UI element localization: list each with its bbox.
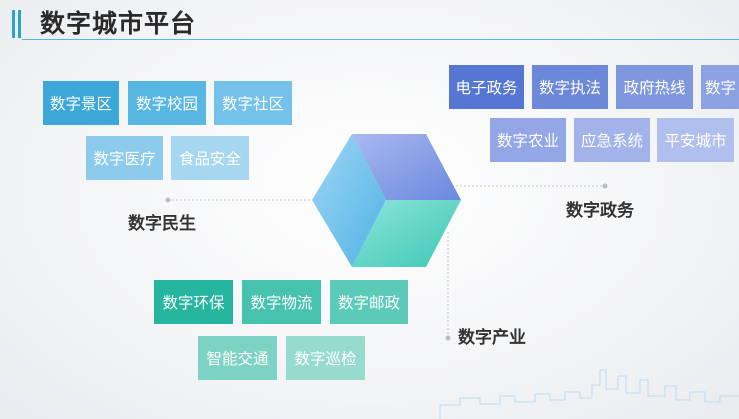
tile-chanye-2[interactable]: 数字物流 [242, 280, 321, 324]
tile-minsheng-5[interactable]: 食品安全 [171, 136, 249, 180]
connector-lines [168, 185, 605, 338]
tile-zhengwu-3[interactable]: 政府热线 [616, 65, 693, 109]
header-divider [22, 39, 739, 40]
tile-zhengwu-2[interactable]: 数字执法 [532, 65, 608, 109]
tile-zhengwu-5[interactable]: 数字农业 [490, 118, 566, 162]
cube-graphic [312, 134, 461, 267]
page-title: 数字城市平台 [40, 9, 197, 38]
tile-zhengwu-6[interactable]: 应急系统 [574, 118, 650, 162]
header-accent-bar [18, 10, 21, 38]
tile-zhengwu-4[interactable]: 数字 [701, 65, 739, 109]
tile-chanye-4[interactable]: 智能交通 [198, 336, 277, 380]
tile-zhengwu-1[interactable]: 电子政务 [449, 65, 524, 109]
tile-minsheng-4[interactable]: 数字医疗 [86, 136, 163, 180]
tile-minsheng-1[interactable]: 数字景区 [43, 81, 119, 125]
tile-minsheng-3[interactable]: 数字社区 [214, 81, 292, 125]
category-label-chanye: 数字产业 [458, 328, 526, 348]
city-skyline-graphic [439, 369, 739, 419]
tile-zhengwu-7[interactable]: 平安城市 [657, 118, 734, 162]
tile-chanye-3[interactable]: 数字邮政 [330, 280, 408, 324]
cube-face-chanye [352, 200, 461, 267]
category-label-minsheng: 数字民生 [128, 214, 196, 234]
connector-dots [165, 183, 608, 341]
tile-chanye-1[interactable]: 数字环保 [154, 280, 233, 324]
header: 数字城市平台 [0, 0, 739, 44]
header-accent-bar [12, 10, 15, 38]
tile-chanye-5[interactable]: 数字巡检 [286, 336, 365, 380]
cube-face-minsheng [312, 134, 386, 267]
tile-minsheng-2[interactable]: 数字校园 [128, 81, 206, 125]
category-label-zhengwu: 数字政务 [566, 201, 634, 221]
cube-face-zhengwu [352, 134, 461, 200]
